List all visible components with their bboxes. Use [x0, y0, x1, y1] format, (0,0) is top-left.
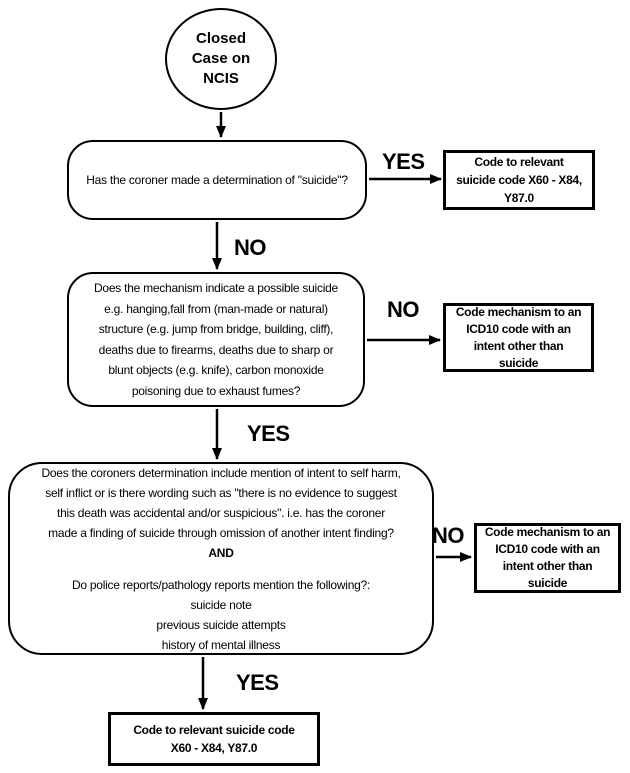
start-node-label: Closed Case on NCIS — [191, 30, 251, 87]
decision-coroner-determination: Has the coroner made a determination of … — [67, 140, 367, 220]
decision-coroner-determination-text: Has the coroner made a determination of … — [86, 172, 348, 187]
label-yes-decision1: YES — [382, 149, 425, 174]
outcome-suicide-code-right-text: Code to relevant suicide code X60 - X84,… — [456, 155, 582, 205]
start-node-closed-case: Closed Case on NCIS — [165, 8, 277, 110]
label-yes-decision3: YES — [236, 670, 279, 695]
label-no-decision1: NO — [234, 235, 267, 260]
label-yes-decision2: YES — [247, 421, 290, 446]
decision-intent-wording-and-reports: Does the coroners determination include … — [8, 462, 434, 655]
decision3-reports-text: Do police reports/pathology reports ment… — [71, 577, 371, 652]
outcome-suicide-code-right: Code to relevant suicide code X60 - X84,… — [443, 150, 595, 210]
decision-mechanism-possible-suicide: Does the mechanism indicate a possible s… — [67, 272, 365, 407]
outcome-other-intent-mid: Code mechanism to an ICD10 code with an … — [443, 303, 594, 372]
label-no-decision3: NO — [432, 523, 465, 548]
label-no-decision2: NO — [387, 297, 420, 322]
outcome-other-intent-mid-text: Code mechanism to an ICD10 code with an … — [455, 304, 582, 370]
outcome-other-intent-low-text: Code mechanism to an ICD10 code with an … — [484, 525, 611, 590]
decision3-intent-text: Does the coroners determination include … — [41, 465, 401, 540]
outcome-suicide-code-final: Code to relevant suicide code X60 - X84,… — [108, 712, 320, 766]
decision3-and-connector: AND — [208, 545, 234, 560]
decision-mechanism-text: Does the mechanism indicate a possible s… — [94, 281, 338, 398]
outcome-other-intent-low: Code mechanism to an ICD10 code with an … — [474, 523, 621, 593]
outcome-suicide-code-final-text: Code to relevant suicide code X60 - X84,… — [133, 723, 295, 755]
